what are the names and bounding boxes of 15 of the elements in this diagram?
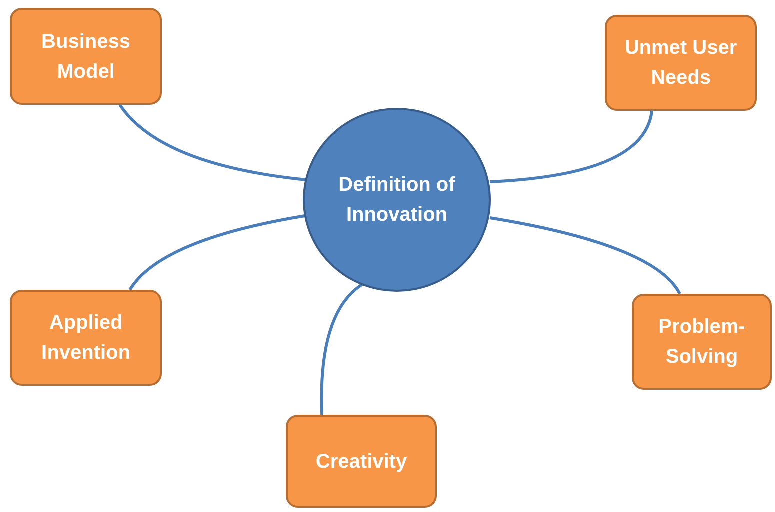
- connector-line: [128, 214, 306, 291]
- concept-box: [605, 15, 757, 111]
- concept-box: [10, 8, 162, 105]
- concept-box: [632, 294, 772, 390]
- box-label: Creativity: [316, 450, 408, 474]
- connector-line: [490, 110, 654, 184]
- box-label: Unmet User Needs: [624, 36, 738, 91]
- box-label: Problem-Solving: [658, 315, 746, 370]
- concept-box: [10, 290, 162, 386]
- box-label: Applied Invention: [40, 311, 132, 366]
- box-label: Business Model: [40, 30, 132, 84]
- connector-line: [118, 104, 306, 182]
- center-label: Definition of Innovation: [338, 173, 456, 228]
- connector-line: [490, 216, 682, 295]
- concept-box: [286, 415, 437, 508]
